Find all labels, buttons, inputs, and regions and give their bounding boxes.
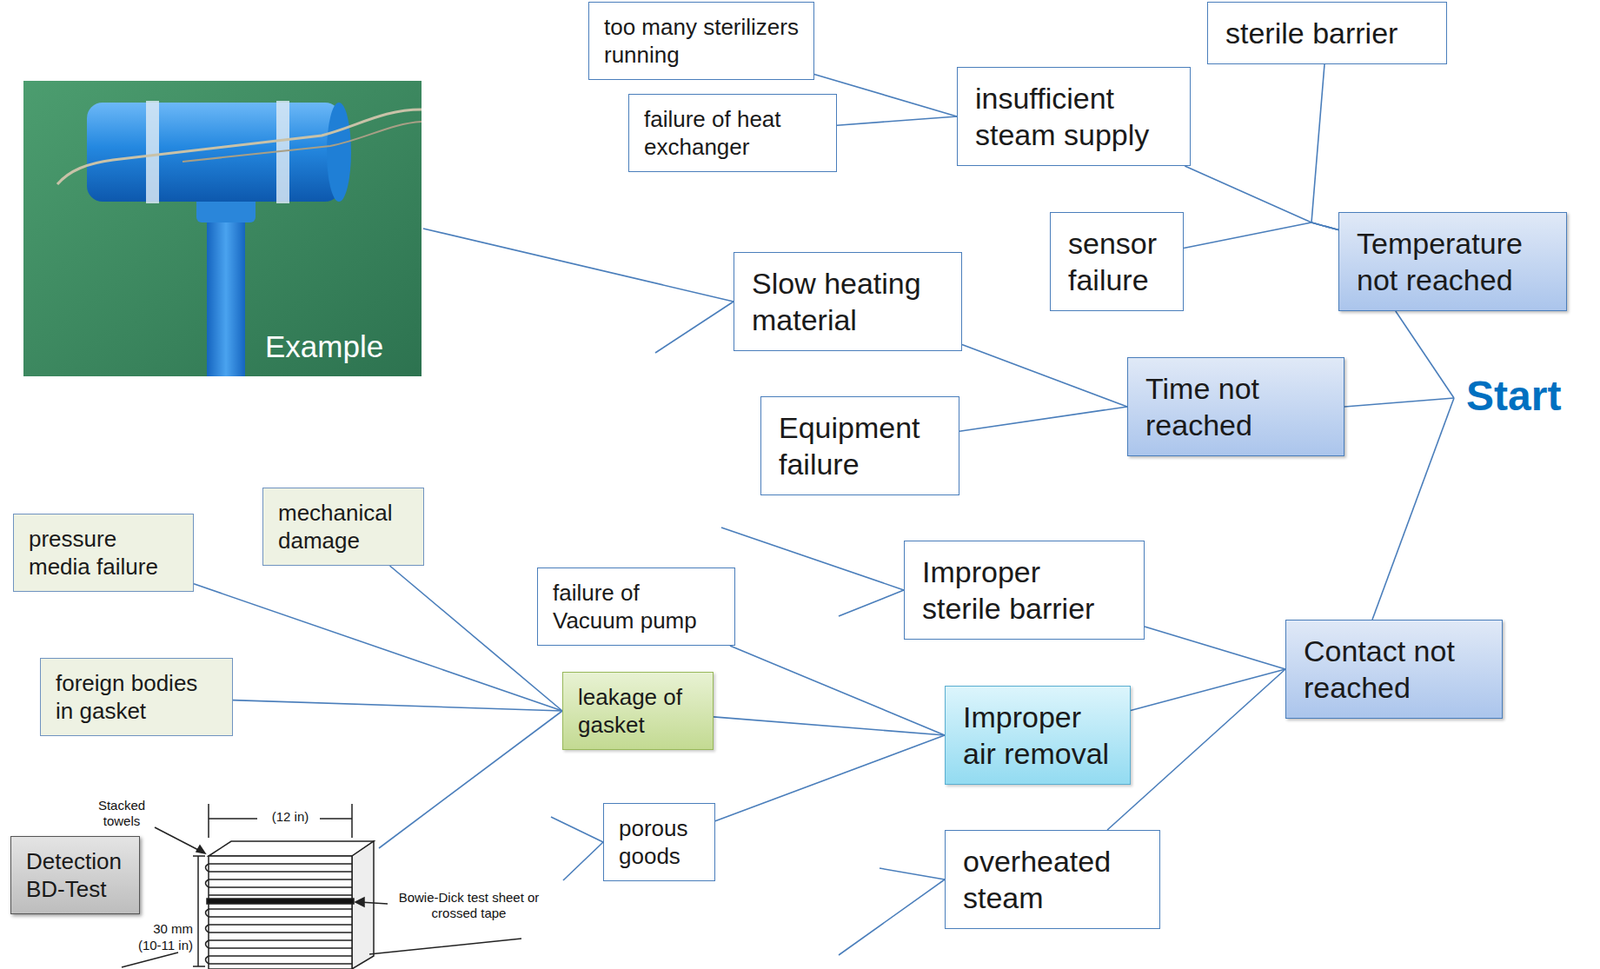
box-text: overheated steam [962, 843, 1142, 917]
detection-box: Detection BD-Test [10, 836, 140, 915]
connector-line [193, 584, 563, 711]
cause-box: too many sterilizers running [588, 1, 815, 80]
cause-box: porous goods [603, 803, 716, 882]
pack-top [208, 841, 374, 857]
box-text: Improper sterile barrier [922, 553, 1127, 627]
box-text: mechanical damage [278, 498, 409, 555]
connector-line [715, 735, 945, 822]
leader-arrowhead [355, 897, 365, 907]
connector-line [1311, 64, 1339, 231]
towel-stack [208, 856, 352, 969]
box-text: failure of heat exchanger [643, 105, 822, 161]
connector-line [1183, 222, 1339, 249]
box-text: sensor failure [1068, 225, 1166, 299]
box-text: too many sterilizers running [604, 13, 799, 69]
box-text: Detection BD-Test [26, 847, 125, 903]
twig-line [838, 590, 904, 617]
box-text: Equipment failure [778, 409, 942, 483]
cylinder-cap [326, 102, 352, 202]
test-cylinder [86, 102, 341, 202]
example-photo [23, 80, 422, 377]
towel-fold-ends [205, 863, 210, 964]
cause-box: Improper sterile barrier [903, 540, 1145, 640]
root-cause-box: pressure media failure [13, 513, 194, 592]
box-text: insufficient steam supply [975, 79, 1173, 153]
branch-line [1395, 311, 1454, 399]
box-text: foreign bodies in gasket [55, 669, 218, 725]
twig-line [551, 816, 604, 843]
connector-line [959, 406, 1128, 432]
main-cause-box: Temperature not reached [1338, 212, 1567, 312]
start-label: Start [1466, 371, 1561, 422]
connector-line [962, 345, 1128, 408]
connector-line [713, 717, 945, 736]
connector-line [232, 700, 563, 711]
twig-line [838, 879, 945, 956]
cause-box: sensor failure [1049, 212, 1184, 312]
box-text: pressure media failure [28, 524, 179, 581]
connector-line [730, 645, 945, 736]
connector-line [836, 116, 957, 126]
main-cause-box: Contact not reached [1285, 619, 1503, 719]
cause-box: insufficient steam supply [956, 66, 1191, 166]
leader-line [154, 827, 204, 853]
cause-box: overheated steam [944, 829, 1161, 930]
twig-line [655, 301, 734, 353]
photo-background [23, 80, 422, 377]
box-text: Improper air removal [962, 698, 1113, 772]
root-cause-box: foreign bodies in gasket [39, 657, 233, 737]
pack-side [351, 841, 374, 969]
cause-box: sterile barrier [1207, 1, 1448, 65]
root-cause-box: mechanical damage [262, 487, 425, 566]
box-text: Slow heating material [751, 265, 944, 339]
handle-tube [206, 198, 246, 377]
width-dimension [208, 803, 352, 838]
connector-line [1107, 669, 1286, 830]
dimension-label: (10-11 in) [114, 937, 193, 954]
box-text: Contact not reached [1303, 632, 1485, 706]
cause-box: failure of heat exchanger [628, 93, 837, 173]
cause-box: Slow heating material [733, 252, 963, 352]
twig-line [563, 842, 604, 881]
sensor-wire [182, 121, 422, 162]
dimension-label: 30 mm [123, 921, 193, 937]
dimension-label: (12 in) [259, 809, 321, 825]
twig-line [879, 868, 945, 880]
box-text: Temperature not reached [1356, 225, 1549, 299]
box-text: failure of Vacuum pump [552, 578, 720, 635]
cause-box: failure of Vacuum pump [537, 567, 736, 646]
highlighted-cause-box: leakage of gasket [562, 671, 714, 751]
highlighted-cause-box: Improper air removal [944, 685, 1131, 785]
photo-caption: Example [265, 328, 384, 365]
towel-folds [208, 863, 352, 964]
leader-line [378, 710, 563, 849]
box-text: Time not reached [1145, 370, 1327, 444]
height-dimension [192, 856, 206, 967]
connector-line [1144, 626, 1286, 670]
part-label: Stacked towels [86, 797, 157, 829]
test-sheet [206, 898, 354, 904]
cause-box: Equipment failure [760, 396, 960, 496]
part-label: Bowie-Dick test sheet or crossed tape [392, 889, 545, 921]
branch-line [1344, 398, 1454, 407]
cable-tie [146, 100, 160, 204]
leader-arrowhead [196, 845, 206, 854]
main-cause-box: Time not reached [1127, 357, 1345, 457]
box-text: porous goods [618, 814, 700, 870]
box-text: leakage of gasket [577, 683, 698, 739]
leader-line [423, 228, 734, 302]
twig-line [721, 527, 904, 591]
sensor-wire [57, 109, 422, 185]
branch-line [1372, 398, 1454, 620]
box-text: sterile barrier [1225, 14, 1429, 52]
